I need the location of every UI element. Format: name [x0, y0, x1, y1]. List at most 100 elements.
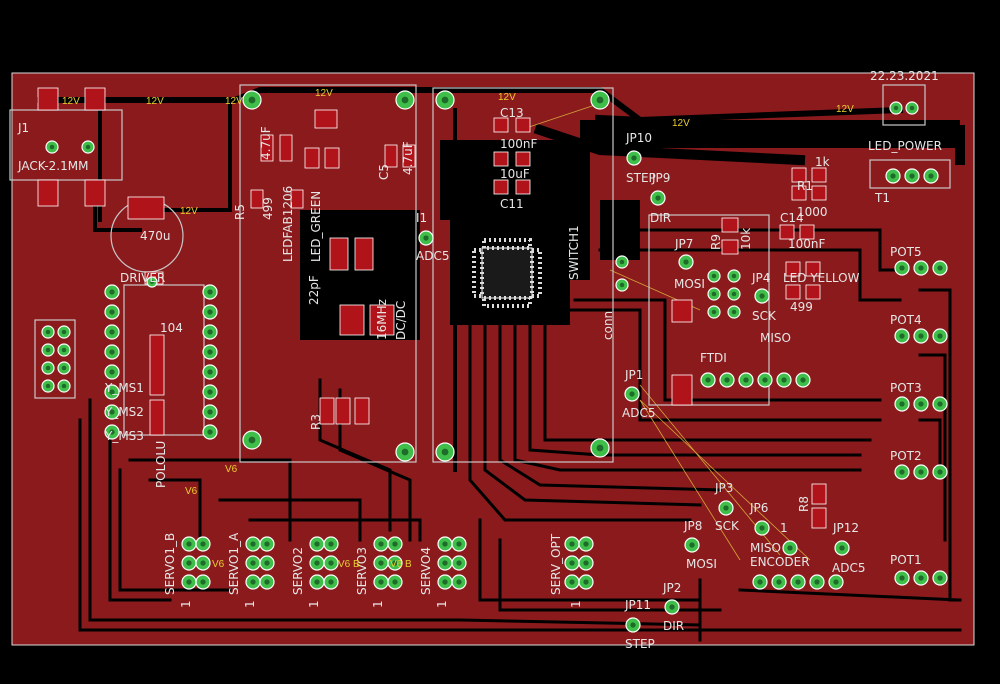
cap-470-label: 470u	[140, 229, 171, 243]
servo-pin-4-0-drill	[442, 541, 448, 547]
date-label: 22.23.2021	[870, 69, 939, 83]
jumper-pin-3-drill	[683, 259, 689, 265]
servo4-label: SERVO4	[419, 547, 433, 595]
c11-value-label: 10uF	[500, 167, 530, 181]
r-1000-label: 1000	[797, 205, 828, 219]
pot-pin-1-2-drill	[937, 333, 943, 339]
jumper-pin-8-drill	[689, 542, 695, 548]
ftdi-label: FTDI	[700, 351, 727, 365]
servo1b-pin-label: 1	[179, 600, 193, 608]
c13-value-label: 100nF	[500, 137, 538, 151]
conn-left-a-3-drill	[45, 383, 51, 389]
servo3-label: SERVO3	[355, 547, 369, 595]
r3-label: R3	[309, 414, 323, 430]
jack-pin-0-drill	[49, 144, 55, 150]
ftdi-pin-3-drill	[762, 377, 768, 383]
driver-left-pin-7-drill	[109, 429, 115, 435]
pot-pin-2-0-drill	[899, 401, 905, 407]
jp10-step-label: STEP	[626, 171, 656, 185]
t1-pin-1-drill	[909, 173, 915, 179]
jack-pin-1-drill	[85, 144, 91, 150]
jp12-label: JP12	[832, 521, 859, 535]
ftdi-pin-1-drill	[724, 377, 730, 383]
servo-pin-0-0-drill	[186, 541, 192, 547]
isp-pin-1-1-drill	[731, 291, 737, 297]
driver-right-pin-5-drill	[207, 389, 213, 395]
jack-label: JACK-2.1MM	[17, 159, 88, 173]
jp12-adc5-label: ADC5	[832, 561, 865, 575]
jp1-label: JP1	[624, 368, 643, 382]
servo-pin-0-1-drill	[186, 560, 192, 566]
servo-pin2-4-0-drill	[456, 541, 462, 547]
mount-hole-0-drill	[248, 96, 256, 104]
net-12v-2: 12V	[146, 96, 164, 107]
isp-pin-1-0-drill	[711, 291, 717, 297]
encoder-pin-1-drill	[776, 579, 782, 585]
conn-left-a-1-drill	[45, 347, 51, 353]
jp8-label: JP8	[683, 519, 702, 533]
net-12v-1: 12V	[62, 96, 80, 107]
encoder-pin-0-drill	[757, 579, 763, 585]
t1-label: T1	[874, 191, 890, 205]
pot4-label: POT4	[890, 313, 922, 327]
conn-left-b-3-drill	[61, 383, 67, 389]
net-12v-7: 12V	[836, 104, 854, 115]
pot1-label: POT1	[890, 553, 922, 567]
c5-label: C5	[377, 164, 391, 180]
jumper-pin-4-drill	[759, 293, 765, 299]
c13-label: C13	[500, 106, 524, 120]
isp-pin-0-0-drill	[711, 273, 717, 279]
c14-label: C14	[780, 211, 804, 225]
jp11-step-label: STEP	[625, 637, 655, 651]
r-1k-label: 1k	[815, 155, 830, 169]
servo-pin2-1-0-drill	[264, 541, 270, 547]
servo1a-pin-label: 1	[243, 600, 257, 608]
jp7-mosi-label: MOSI	[674, 277, 705, 291]
pot-pin-0-2-drill	[937, 265, 943, 271]
conn-left-b-2-drill	[61, 365, 67, 371]
servo-pin2-2-0-drill	[328, 541, 334, 547]
net-12v-3: 12V	[225, 96, 243, 107]
t1-pin-0-drill	[890, 173, 896, 179]
servo-pin-5-0-drill	[569, 541, 575, 547]
servo-pin2-2-1-drill	[328, 560, 334, 566]
i1-label: I1	[416, 211, 427, 225]
led-power-label: LED_POWER	[868, 139, 942, 153]
jp2-label: JP2	[662, 581, 681, 595]
mount-hole-3-drill	[596, 96, 604, 104]
silkscreen-outlines	[9, 84, 951, 463]
jumper-pin-7-drill	[759, 525, 765, 531]
net-v6b-1: V6 B	[338, 559, 360, 570]
silkscreen-text: 22.23.2021 J1 JACK-2.1MM 470u DRIVER LED…	[17, 69, 942, 651]
pf22-label: 22pF	[307, 275, 321, 305]
switch-pin-0-drill	[619, 259, 625, 265]
through-hole-pads	[41, 90, 948, 633]
pot-pin-4-1-drill	[918, 575, 924, 581]
mount-hole-7-drill	[596, 444, 604, 452]
driver-left-pin-2-drill	[109, 329, 115, 335]
servo1b-label: SERVO1_B	[163, 533, 177, 595]
pot-pin-4-2-drill	[937, 575, 943, 581]
switch1-label: SWITCH1	[567, 225, 581, 280]
jumper-pin-5-drill	[629, 391, 635, 397]
hz16-label: 16MHz	[375, 299, 389, 340]
jp8-mosi-label: MOSI	[686, 557, 717, 571]
servo-pin-1-0-drill	[250, 541, 256, 547]
pot-pin-2-1-drill	[918, 401, 924, 407]
mount-hole-4-drill	[248, 436, 256, 444]
driver-right-pin-1-drill	[207, 309, 213, 315]
servo-pin-2-1-drill	[314, 560, 320, 566]
conn-label: conn	[601, 311, 615, 340]
led-power-pin-0-drill	[893, 105, 899, 111]
servo1a-label: SERVO1_A	[227, 532, 241, 595]
yms2-label: Y_MS2	[104, 405, 144, 419]
servo-pin2-3-1-drill	[392, 560, 398, 566]
led-yellow-label: LED YELLOW	[783, 271, 860, 285]
jp1-adc5-label: ADC5	[622, 406, 655, 420]
t1-pin-2-drill	[928, 173, 934, 179]
servo-pin-2-0-drill	[314, 541, 320, 547]
net-12v-5: 12V	[498, 92, 516, 103]
driver-left-pin-5-drill	[109, 389, 115, 395]
mount-hole-6-drill	[441, 448, 449, 456]
pot-pin-3-2-drill	[937, 469, 943, 475]
